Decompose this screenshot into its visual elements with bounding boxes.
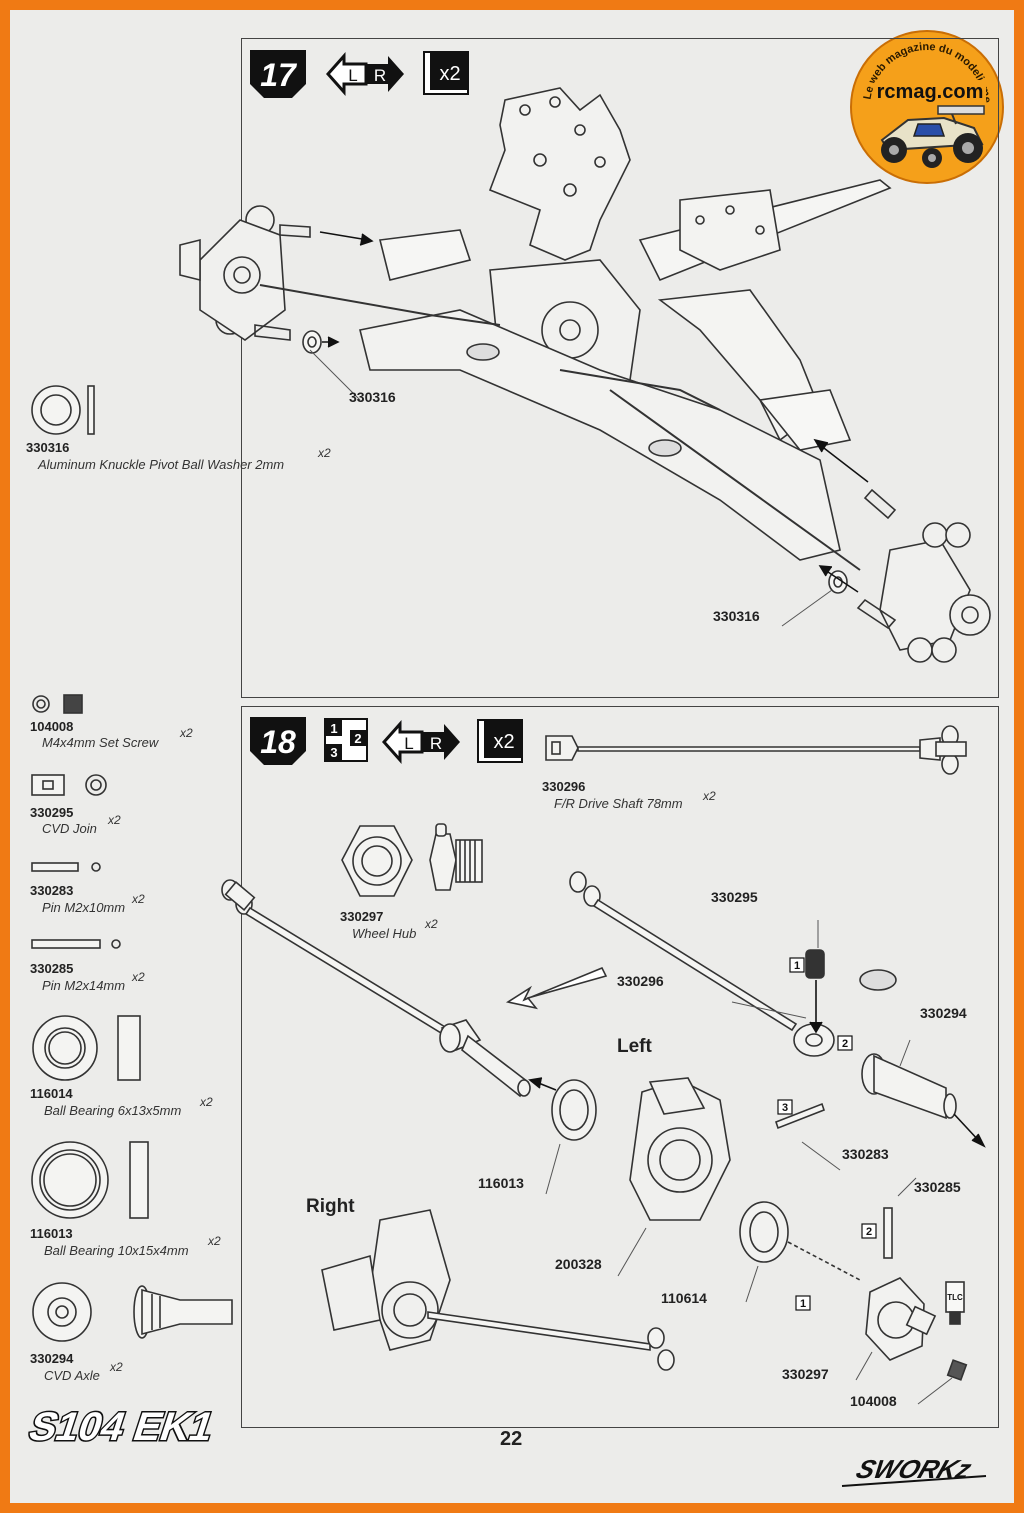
svg-text:3: 3 <box>330 745 337 760</box>
svg-text:1: 1 <box>330 721 337 736</box>
buggy-icon <box>880 105 985 168</box>
part-name: Aluminum Knuckle Pivot Ball Washer 2mm <box>38 457 285 472</box>
shaft-code: 330296 <box>542 779 586 794</box>
svg-text:2: 2 <box>842 1038 848 1050</box>
svg-text:x2: x2 <box>439 63 460 85</box>
part-qty: x2 <box>208 1234 221 1248</box>
step18-panel <box>241 706 999 1428</box>
svg-text:2: 2 <box>866 1226 872 1238</box>
part-name: Pin M2x10mm <box>42 900 126 915</box>
washer-thumbnail <box>28 382 108 438</box>
model-name: S104 EK1 <box>24 1404 221 1449</box>
wheel-hub-thumbnail <box>338 820 498 910</box>
quantity-badge: x2 <box>476 718 524 764</box>
part-name: CVD Axle <box>44 1368 100 1383</box>
part-name: M4x4mm Set Screw <box>42 735 159 750</box>
hub-qty: x2 <box>425 917 438 931</box>
part-code: 330285 <box>30 961 74 976</box>
callout-330283: 330283 <box>842 1146 889 1162</box>
logo-title: rcmag.com <box>877 81 984 103</box>
svg-text:2: 2 <box>354 731 361 746</box>
svg-text:3: 3 <box>782 1102 788 1114</box>
brand-logo: SWORKz <box>836 1446 996 1492</box>
rcmag-logo: Le web magazine du modelisme rcmag.com <box>848 28 1006 186</box>
step18-number-badge: 18 <box>248 715 308 767</box>
left-label: Left <box>617 1036 652 1057</box>
svg-text:TLC: TLC <box>947 1293 963 1302</box>
pin-long-thumbnail <box>30 935 130 953</box>
step17-number-badge: 17 <box>248 48 308 100</box>
page-number: 22 <box>500 1428 523 1450</box>
part-name: Ball Bearing 10x15x4mm <box>44 1243 189 1258</box>
part-code: 116013 <box>30 1226 73 1241</box>
svg-text:L: L <box>348 66 357 85</box>
shaft-name: F/R Drive Shaft 78mm <box>554 796 683 811</box>
cvd-join-thumbnail <box>30 772 120 798</box>
right-label: Right <box>306 1196 355 1217</box>
step17-number: 17 <box>260 57 298 93</box>
cvd-axle-thumbnail <box>30 1280 240 1344</box>
callout-330295: 330295 <box>711 889 758 905</box>
part-qty: x2 <box>108 813 121 827</box>
step17-panel <box>241 38 999 698</box>
part-code: 330316 <box>26 440 70 455</box>
part-qty: x2 <box>180 726 193 740</box>
hub-name: Wheel Hub <box>352 926 417 941</box>
callout-330294: 330294 <box>920 1005 967 1021</box>
svg-text:1: 1 <box>800 1298 806 1310</box>
quantity-badge: x2 <box>422 50 470 96</box>
svg-text:R: R <box>374 66 386 85</box>
part-qty: x2 <box>110 1360 123 1374</box>
step18-assembly-diagram: 1 2 3 2 1 TLC <box>210 860 990 1420</box>
hub-code: 330297 <box>340 909 384 924</box>
svg-text:1: 1 <box>794 960 800 972</box>
set-screw-thumbnail <box>30 692 90 716</box>
step18-number: 18 <box>260 724 296 760</box>
part-code: 330294 <box>30 1351 74 1366</box>
callout-330296: 330296 <box>617 973 664 989</box>
sequence-icon: 1 2 3 <box>324 718 368 762</box>
step17-assembly-diagram <box>160 70 1000 690</box>
svg-text:L: L <box>404 734 413 753</box>
callout-110614: 110614 <box>661 1290 707 1306</box>
part-name: Pin M2x14mm <box>42 978 126 993</box>
model-logo: S104 EK1 <box>16 1398 276 1468</box>
callout-116013: 116013 <box>478 1175 524 1191</box>
part-code: 330283 <box>30 883 74 898</box>
part-code: 330295 <box>30 805 74 820</box>
left-right-icon: L R <box>381 720 462 764</box>
manual-page: Le web magazine du modelisme rcmag.com 1… <box>10 10 1014 1503</box>
brand-name: SWORKz <box>852 1455 976 1484</box>
pin-short-thumbnail <box>30 858 110 876</box>
part-qty: x2 <box>132 970 145 984</box>
part-name: Ball Bearing 6x13x5mm <box>44 1103 182 1118</box>
svg-text:R: R <box>430 734 442 753</box>
left-right-icon: L R <box>325 52 406 96</box>
step17-callout-1: 330316 <box>349 389 396 405</box>
part-code: 104008 <box>30 719 74 734</box>
drive-shaft-thumbnail <box>540 720 980 782</box>
part-qty: x2 <box>318 446 331 460</box>
part-qty: x2 <box>132 892 145 906</box>
callout-330297: 330297 <box>782 1366 829 1382</box>
callout-330285: 330285 <box>914 1179 961 1195</box>
shaft-qty: x2 <box>703 789 716 803</box>
callout-200328: 200328 <box>555 1256 602 1272</box>
bearing-large-thumbnail <box>30 1138 160 1222</box>
part-name: CVD Join <box>42 821 97 836</box>
part-code: 116014 <box>30 1086 73 1101</box>
callout-104008: 104008 <box>850 1393 897 1409</box>
bearing-small-thumbnail <box>30 1012 150 1084</box>
svg-text:x2: x2 <box>493 731 514 753</box>
part-qty: x2 <box>200 1095 213 1109</box>
step17-callout-2: 330316 <box>713 608 760 624</box>
